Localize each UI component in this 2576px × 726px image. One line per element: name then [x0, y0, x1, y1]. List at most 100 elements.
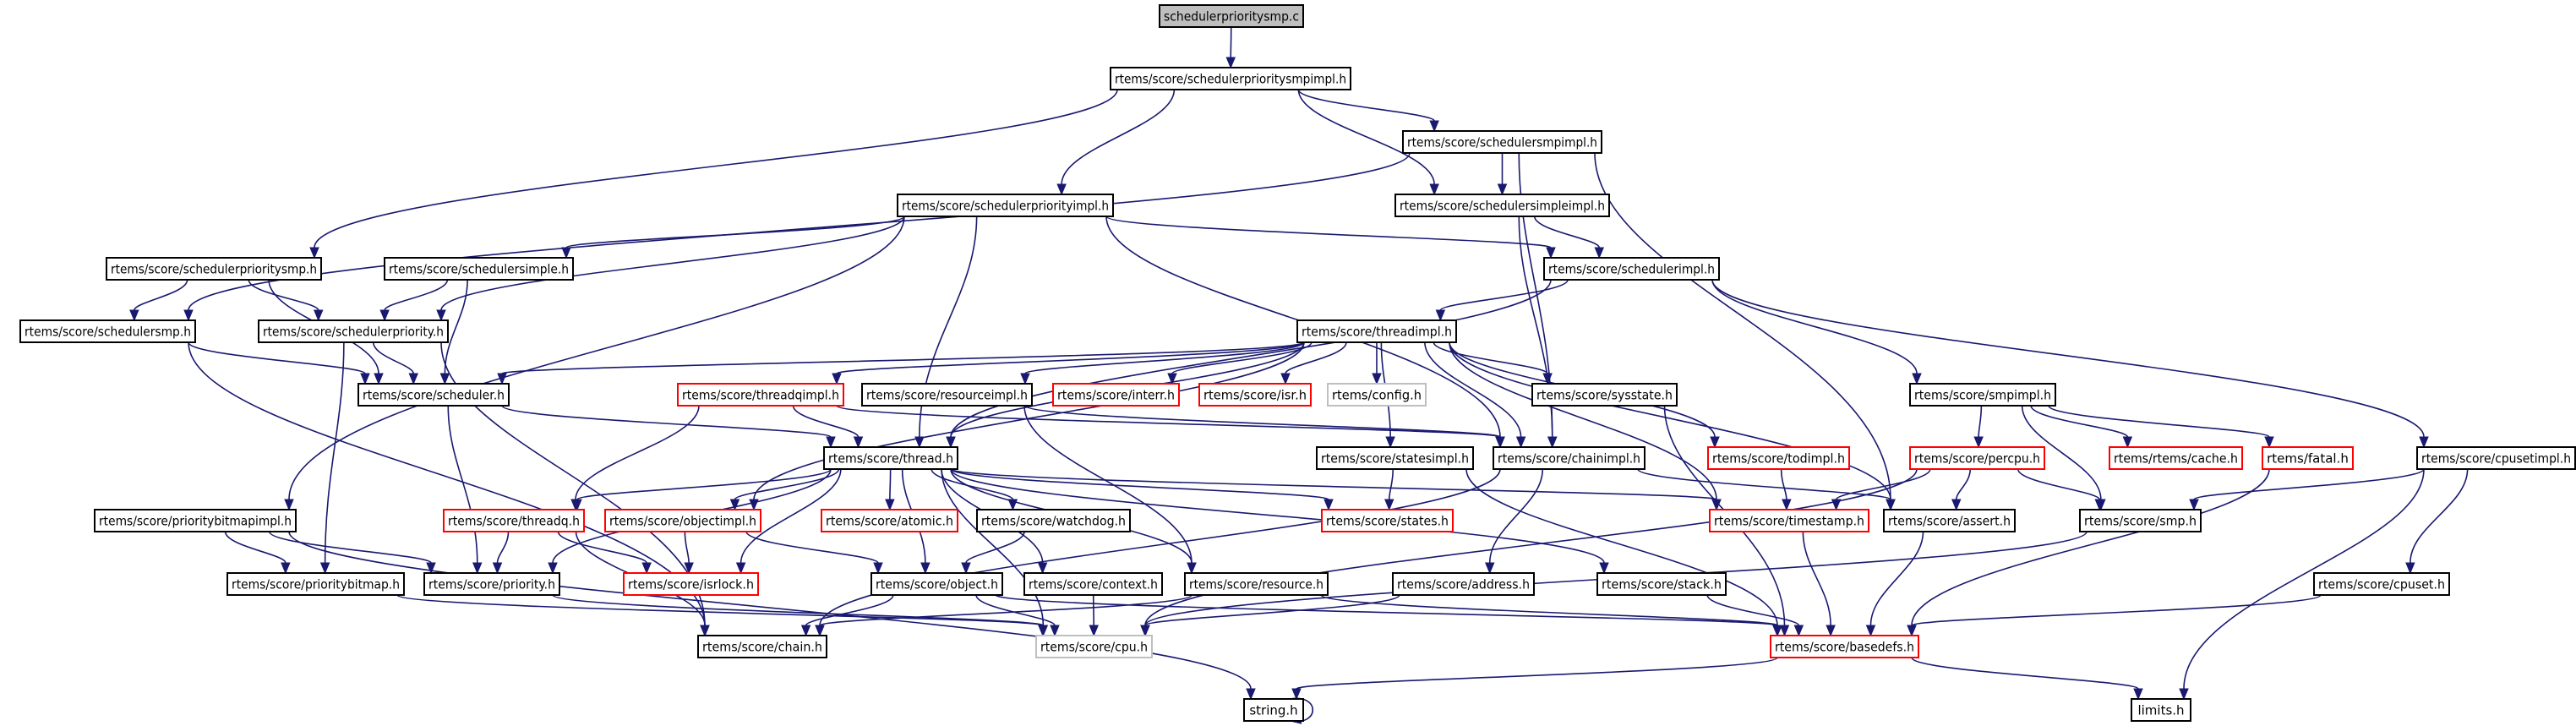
node-smpimpl[interactable]: rtems/score/smpimpl.h — [1909, 383, 2056, 407]
node-watchdog[interactable]: rtems/score/watchdog.h — [976, 509, 1131, 532]
node-threadq[interactable]: rtems/score/threadq.h — [443, 509, 585, 532]
nodes-layer: schedulerprioritysmp.c rtems/score/schedu… — [19, 4, 2576, 722]
node-sprio[interactable]: rtems/score/schedulerpriority.h — [258, 319, 449, 343]
node-context[interactable]: rtems/score/context.h — [1023, 572, 1163, 596]
edge-ssmp-to-sched — [188, 341, 370, 385]
node-resource[interactable]: rtems/score/resource.h — [1184, 572, 1329, 596]
node-label: rtems/score/isr.h — [1203, 388, 1307, 403]
node-label: rtems/score/assert.h — [1888, 514, 2011, 529]
node-box — [443, 509, 585, 532]
node-pbimpl[interactable]: rtems/score/prioritybitmapimpl.h — [94, 509, 297, 532]
node-objimpl[interactable]: rtems/score/objectimpl.h — [604, 509, 761, 532]
edge-ssmpimpl-to-ssimpleimpl — [1497, 153, 1508, 196]
node-cpusetimpl[interactable]: rtems/score/cpusetimpl.h — [2416, 446, 2576, 470]
edge-arrowhead — [2264, 436, 2274, 449]
node-isrlock[interactable]: rtems/score/isrlock.h — [623, 572, 759, 596]
node-sched[interactable]: rtems/score/scheduler.h — [357, 383, 510, 407]
edge-line — [2193, 468, 2425, 500]
node-basedefs[interactable]: rtems/score/basedefs.h — [1770, 635, 1919, 658]
edge-spsmpimpl-to-spimpl — [1056, 89, 1176, 196]
node-timpl[interactable]: rtems/score/threadimpl.h — [1296, 319, 1457, 343]
edge-arrowhead — [1050, 625, 1060, 637]
node-atomic[interactable]: rtems/score/atomic.h — [821, 509, 958, 532]
node-string[interactable]: string.h — [1243, 698, 1304, 722]
node-box — [1110, 67, 1351, 90]
node-box — [821, 509, 958, 532]
node-ssmpimpl[interactable]: rtems/score/schedulersmpimpl.h — [1402, 130, 1602, 154]
edge-arrowhead — [1951, 499, 1962, 511]
edge-resimpl-to-chainimpl — [1024, 405, 1505, 449]
node-isr[interactable]: rtems/score/isr.h — [1198, 383, 1312, 407]
node-pbitmap[interactable]: rtems/score/prioritybitmap.h — [226, 572, 405, 596]
edge-line — [565, 216, 905, 248]
edge-arrowhead — [1542, 373, 1553, 385]
node-thread[interactable]: rtems/score/thread.h — [823, 446, 958, 470]
edge-arrowhead — [1594, 247, 1604, 259]
edge-smpimpl-to-fatal — [2048, 405, 2274, 449]
node-sysstate[interactable]: rtems/score/sysstate.h — [1531, 383, 1678, 407]
node-cpu[interactable]: rtems/score/cpu.h — [1035, 635, 1153, 658]
node-label: rtems/score/todimpl.h — [1712, 451, 1845, 467]
node-chain[interactable]: rtems/score/chain.h — [697, 635, 827, 658]
edge-arrowhead — [572, 499, 582, 511]
edge-line — [396, 594, 1044, 626]
node-cpuset[interactable]: rtems/score/cpuset.h — [2313, 572, 2450, 596]
edge-arrowhead — [1547, 436, 1558, 449]
edge-spimpl-to-simpl — [1105, 216, 1556, 259]
node-cache[interactable]: rtems/rtems/cache.h — [2109, 446, 2243, 470]
edge-line — [1955, 468, 1972, 500]
node-box — [1052, 383, 1180, 407]
node-address[interactable]: rtems/score/address.h — [1392, 572, 1535, 596]
edge-line — [2048, 405, 2270, 438]
node-priority[interactable]: rtems/score/priority.h — [423, 572, 560, 596]
node-simpl[interactable]: rtems/score/schedulerimpl.h — [1543, 257, 1720, 281]
node-ssimpleimpl[interactable]: rtems/score/schedulersimpleimpl.h — [1394, 194, 1610, 217]
node-ssimple[interactable]: rtems/score/schedulersimple.h — [384, 257, 574, 281]
edge-arrowhead — [1056, 183, 1067, 196]
edge-arrowhead — [2189, 499, 2199, 511]
edge-arrowhead — [2122, 436, 2133, 449]
edge-arrowhead — [309, 247, 319, 259]
node-root[interactable]: schedulerprioritysmp.c — [1159, 4, 1304, 28]
node-fatal[interactable]: rtems/fatal.h — [2262, 446, 2354, 470]
edge-percpu-to-timestamp — [1831, 468, 1931, 511]
node-percpu[interactable]: rtems/score/percpu.h — [1909, 446, 2045, 470]
node-smp[interactable]: rtems/score/smp.h — [2079, 509, 2202, 532]
node-label: rtems/score/chainimpl.h — [1498, 451, 1640, 467]
node-tqimpl[interactable]: rtems/score/threadqimpl.h — [677, 383, 844, 407]
node-spsmpimpl[interactable]: rtems/score/schedulerprioritysmpimpl.h — [1110, 67, 1351, 90]
node-states[interactable]: rtems/score/states.h — [1321, 509, 1454, 532]
edge-arrowhead — [800, 625, 811, 637]
edge-sched-to-thread — [501, 405, 836, 449]
edge-arrowhead — [2419, 436, 2429, 449]
node-config[interactable]: rtems/config.h — [1327, 383, 1427, 407]
edge-pbimpl-to-string — [288, 531, 1256, 701]
node-stack[interactable]: rtems/score/stack.h — [1596, 572, 1727, 596]
node-spsmp[interactable]: rtems/score/schedulerprioritysmp.h — [106, 257, 322, 281]
edge-arrowhead — [2179, 688, 2189, 701]
node-todimpl[interactable]: rtems/score/todimpl.h — [1707, 446, 1850, 470]
edge-arrowhead — [1973, 436, 1984, 449]
node-box — [1531, 383, 1678, 407]
edge-line — [1911, 657, 2139, 690]
node-box — [357, 383, 510, 407]
node-interr[interactable]: rtems/score/interr.h — [1052, 383, 1180, 407]
node-box — [1198, 383, 1312, 407]
node-resimpl[interactable]: rtems/score/resourceimpl.h — [861, 383, 1033, 407]
edge-arrowhead — [815, 625, 825, 637]
node-spimpl[interactable]: rtems/score/schedulerpriorityimpl.h — [897, 194, 1114, 217]
node-statesimpl[interactable]: rtems/score/statesimpl.h — [1316, 446, 1474, 470]
node-assert[interactable]: rtems/score/assert.h — [1883, 509, 2016, 532]
edge-line — [2030, 405, 2129, 438]
node-chainimpl[interactable]: rtems/score/chainimpl.h — [1493, 446, 1645, 470]
node-limits[interactable]: limits.h — [2131, 698, 2191, 722]
edge-arrowhead — [1886, 499, 1896, 511]
edge-chainimpl-to-assert — [1637, 468, 1896, 511]
node-object[interactable]: rtems/score/object.h — [870, 572, 1003, 596]
edge-line — [1388, 468, 1394, 500]
node-ssmp[interactable]: rtems/score/schedulersmp.h — [19, 319, 196, 343]
edge-arrowhead — [281, 562, 291, 575]
edge-arrowhead — [314, 309, 324, 322]
node-timestamp[interactable]: rtems/score/timestamp.h — [1709, 509, 1869, 532]
edge-ssimple-to-sched — [439, 279, 468, 385]
